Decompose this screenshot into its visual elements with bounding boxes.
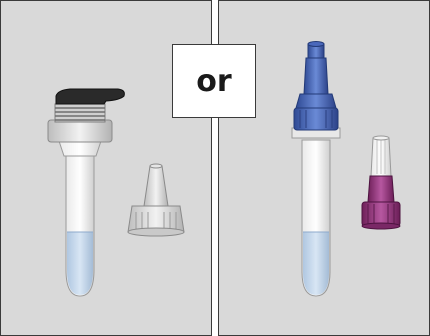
or-divider-box: or (172, 44, 256, 118)
or-label: or (196, 64, 231, 99)
